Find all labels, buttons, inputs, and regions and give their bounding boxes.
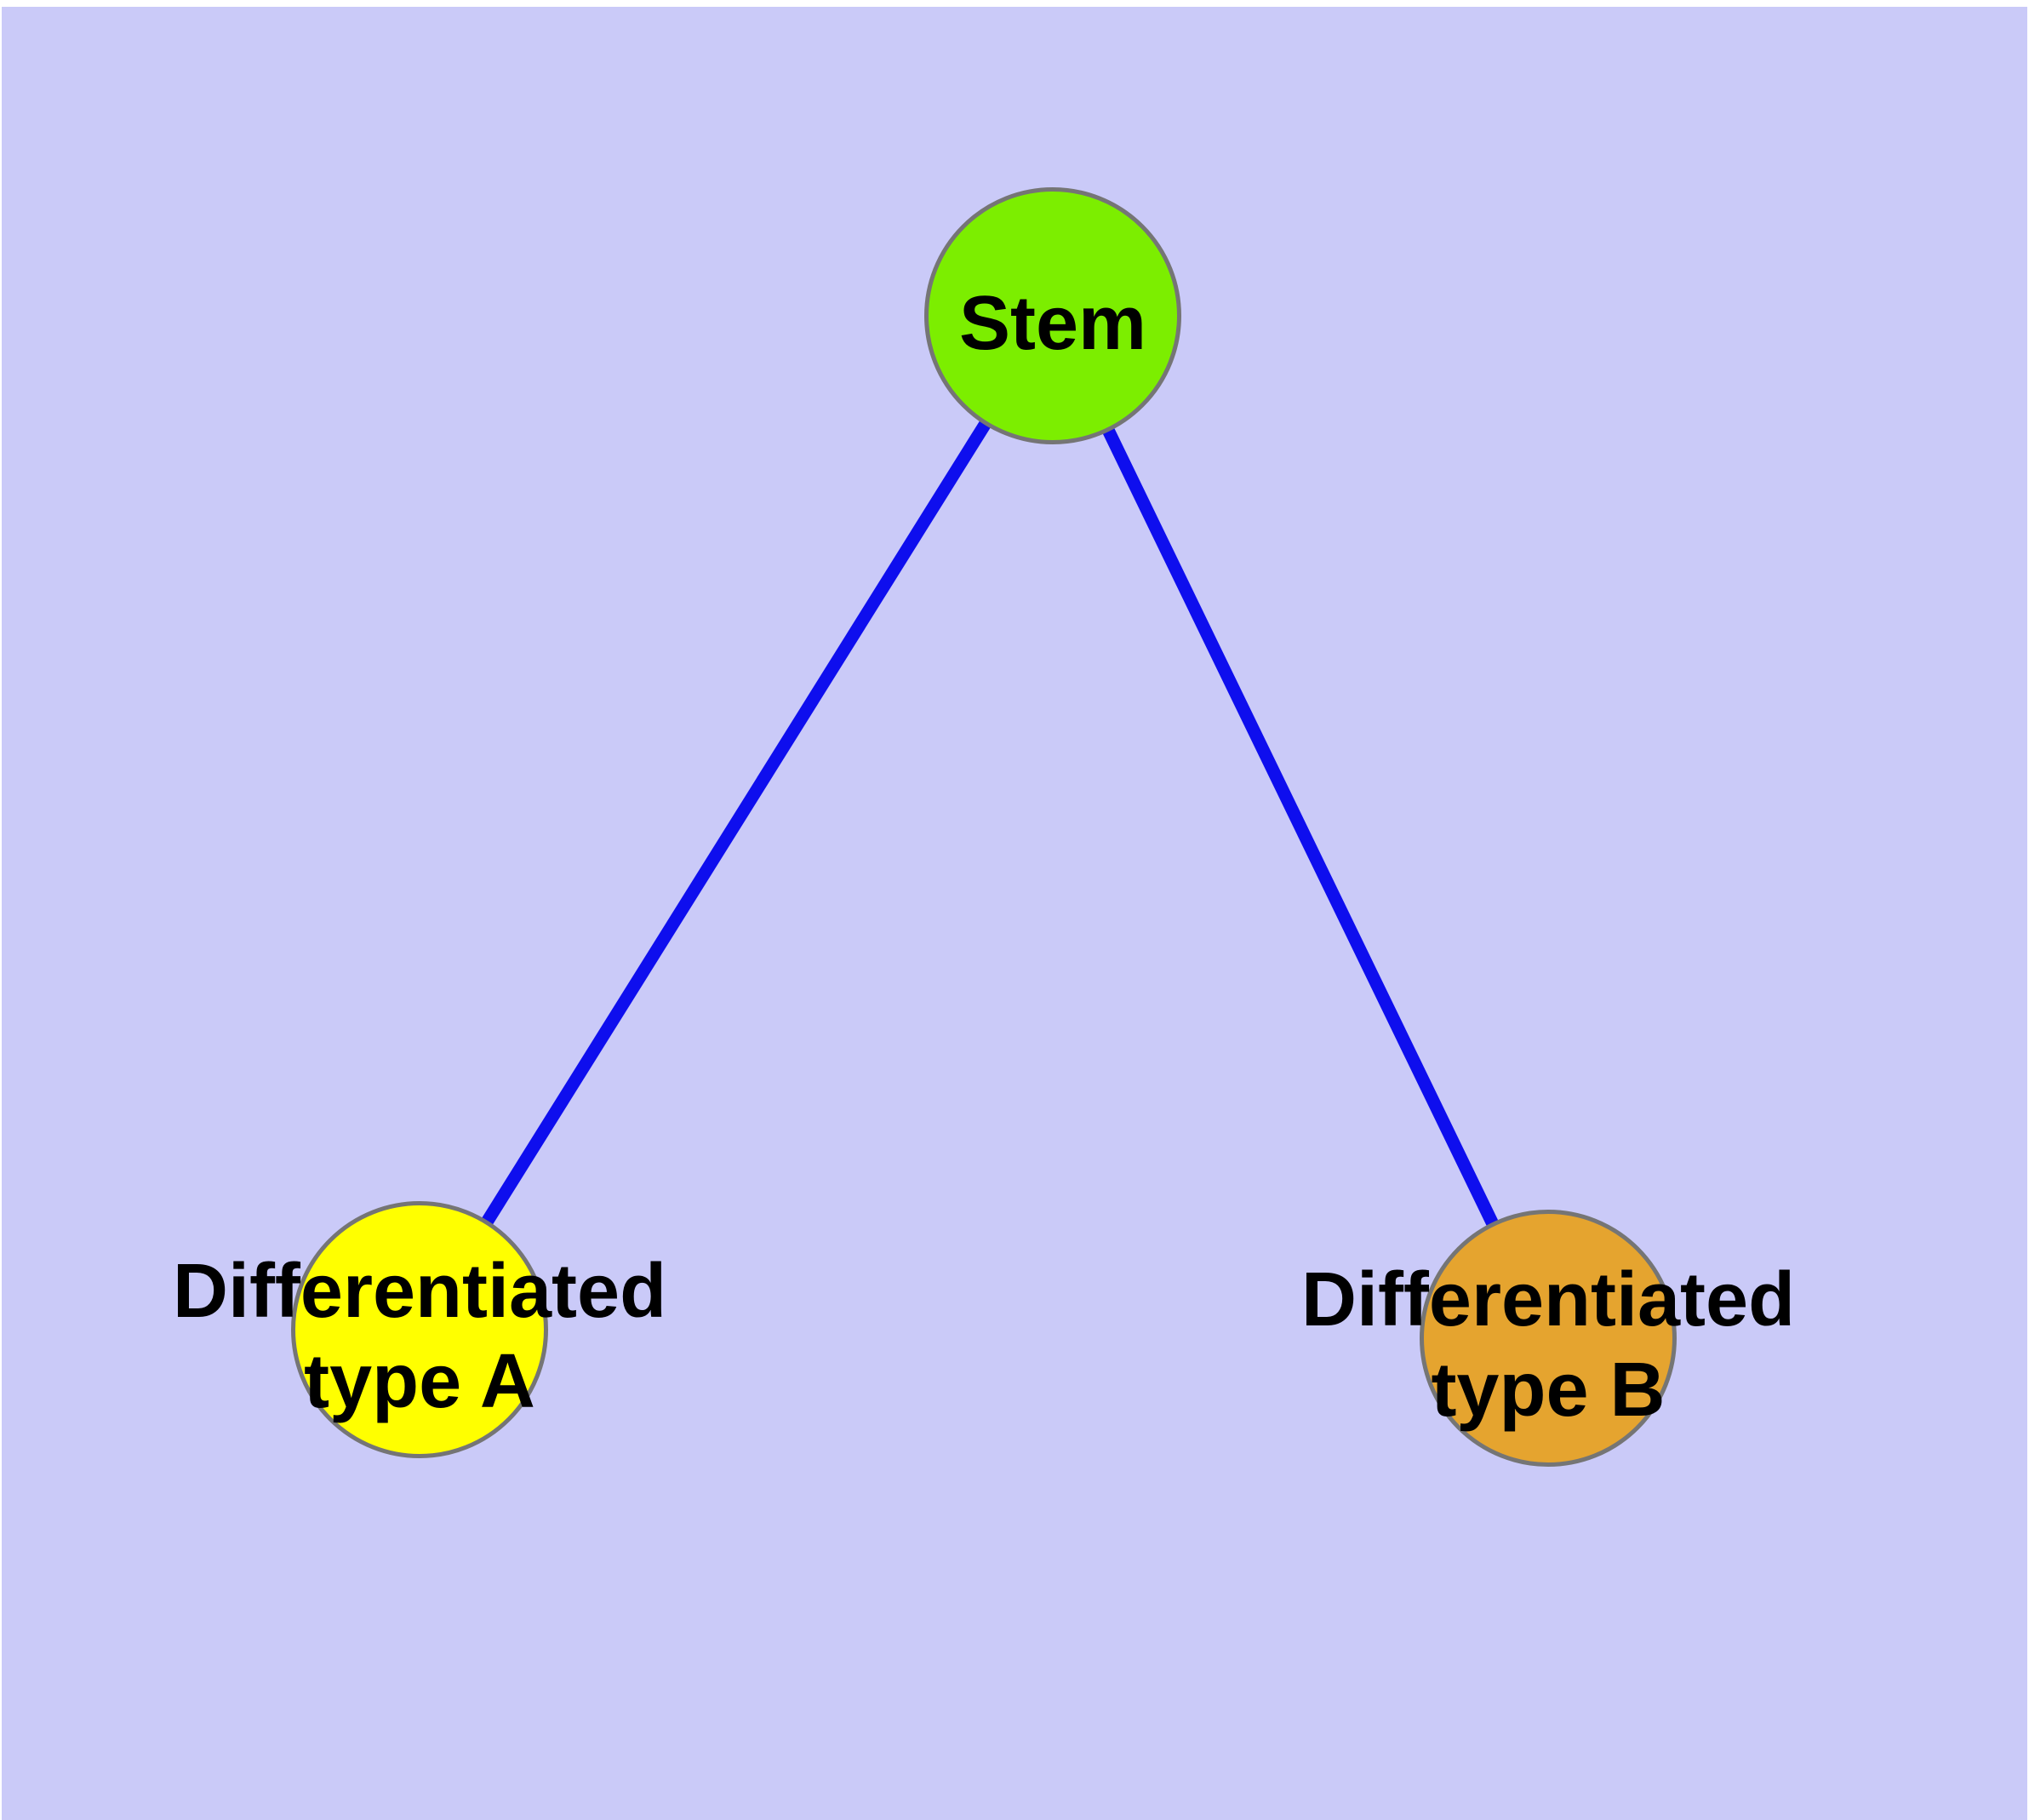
edge-layer xyxy=(414,312,1554,1342)
node-differentiated-type-a-label: Differentiated type A xyxy=(173,1246,666,1427)
node-differentiated-type-b-label-line-2: type B xyxy=(1431,1348,1666,1433)
node-stem-circle xyxy=(924,187,1181,444)
node-differentiated-type-b-label-line-1: Differentiated xyxy=(1300,1257,1796,1342)
node-differentiated-type-a-label-line-2: type A xyxy=(304,1339,535,1424)
node-differentiated-type-a-circle xyxy=(291,1201,548,1458)
edge-stem-to-type-a xyxy=(414,312,1059,1333)
node-stem-label-text: Stem xyxy=(958,281,1147,366)
plot-background: Stem Differentiated type A Differentiate… xyxy=(2,7,2027,1820)
node-differentiated-type-b-label: Differentiated type B xyxy=(1301,1255,1795,1435)
edge-stem-to-type-b xyxy=(1047,312,1554,1342)
node-differentiated-type-b-circle xyxy=(1420,1210,1677,1467)
node-differentiated-type-a-label-line-1: Differentiated xyxy=(172,1249,667,1334)
node-stem-label: Stem xyxy=(959,278,1146,369)
